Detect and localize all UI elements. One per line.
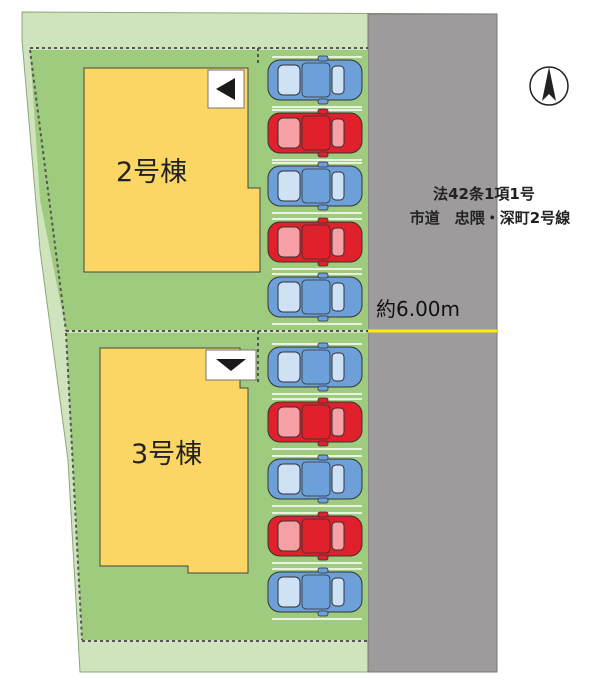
car-icon (267, 55, 363, 105)
parking-space (267, 272, 363, 325)
parking-space (267, 342, 363, 395)
car-icon (267, 108, 363, 158)
down-triangle-marker (205, 349, 257, 381)
car-icon (267, 161, 363, 211)
parking-space (267, 55, 363, 108)
car-icon (267, 567, 363, 617)
car-icon (267, 217, 363, 267)
building-2 (83, 67, 261, 273)
parking-space (267, 454, 363, 507)
road-width-label: 約6.00m (376, 297, 461, 321)
left-triangle-marker (207, 69, 245, 109)
road (367, 13, 498, 673)
car-icon (267, 272, 363, 322)
building-2-label: 2号棟 (116, 157, 188, 188)
building-3-label: 3号棟 (131, 439, 203, 470)
boundary-left (29, 49, 67, 332)
parking-space (267, 217, 363, 270)
car-icon (267, 454, 363, 504)
car-icon (267, 397, 363, 447)
parking-space (267, 511, 363, 564)
parking-space (267, 108, 363, 161)
car-icon (267, 342, 363, 392)
parking-space (267, 567, 363, 620)
north-arrow-icon (529, 66, 569, 106)
parking-space (267, 161, 363, 214)
parking-space (267, 397, 363, 450)
road-classification: 法42条1項1号 (433, 185, 535, 203)
road-name: 市道 忠隈・深町2号線 (409, 209, 571, 227)
parking-area (267, 55, 363, 620)
car-icon (267, 511, 363, 561)
